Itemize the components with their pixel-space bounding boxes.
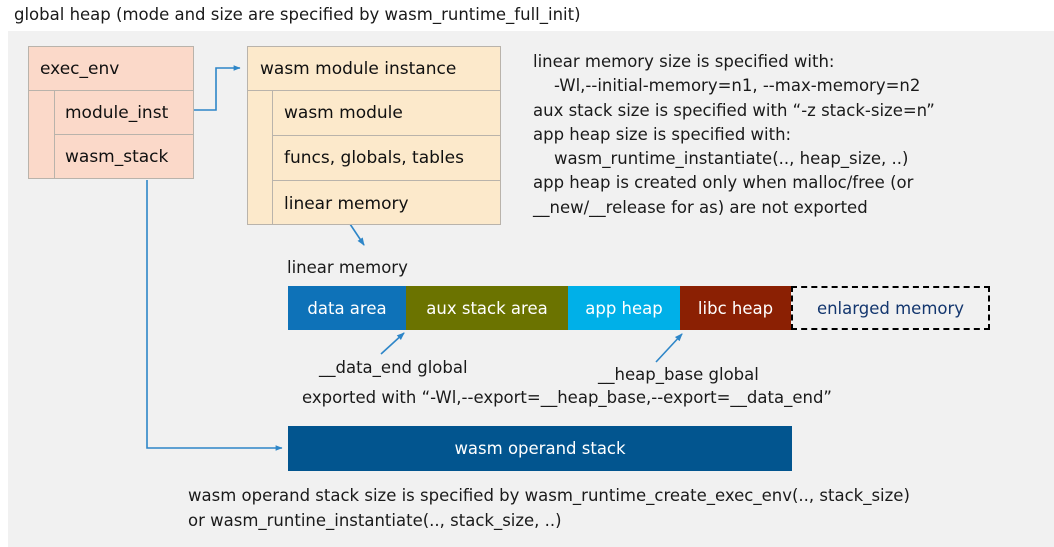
wasm-module-instance-field-wasm-module: wasm module <box>273 91 501 136</box>
linear-memory-note: linear memory size is specified with: -W… <box>533 52 935 217</box>
wasm-module-instance-field-funcs-globals-tables: funcs, globals, tables <box>273 136 501 181</box>
annotation-exported-with: exported with “-Wl,--export=__heap_base,… <box>302 388 832 407</box>
annotation-data-end: __data_end global <box>319 358 468 377</box>
wasm-module-instance-box: wasm module instance wasm module funcs, … <box>247 46 501 225</box>
diagram-title: global heap (mode and size are specified… <box>14 5 581 24</box>
memory-segment-enlarged-memory: enlarged memory <box>791 286 990 330</box>
linear-memory-bar-label: linear memory <box>287 258 408 277</box>
exec-env-title: exec_env <box>29 47 193 91</box>
annotation-heap-base: __heap_base global <box>598 365 759 384</box>
memory-segment-aux-stack-area: aux stack area <box>406 286 568 330</box>
wasm-module-instance-title: wasm module instance <box>248 47 500 91</box>
memory-segment-libc-heap: libc heap <box>680 286 791 330</box>
wasm-module-instance-gutter <box>248 91 273 225</box>
exec-env-box: exec_env module_inst wasm_stack <box>28 46 194 179</box>
exec-env-field-wasm-stack: wasm_stack <box>65 147 169 167</box>
memory-segment-app-heap: app heap <box>568 286 680 330</box>
exec-env-field-module-inst: module_inst <box>55 91 194 135</box>
wasm-operand-stack-box: wasm operand stack <box>288 426 792 471</box>
exec-env-gutter <box>29 91 55 179</box>
wasm-module-instance-field-linear-memory: linear memory <box>284 193 409 214</box>
memory-segment-data area: data area <box>288 286 406 330</box>
operand-stack-note: wasm operand stack size is specified by … <box>188 486 910 530</box>
